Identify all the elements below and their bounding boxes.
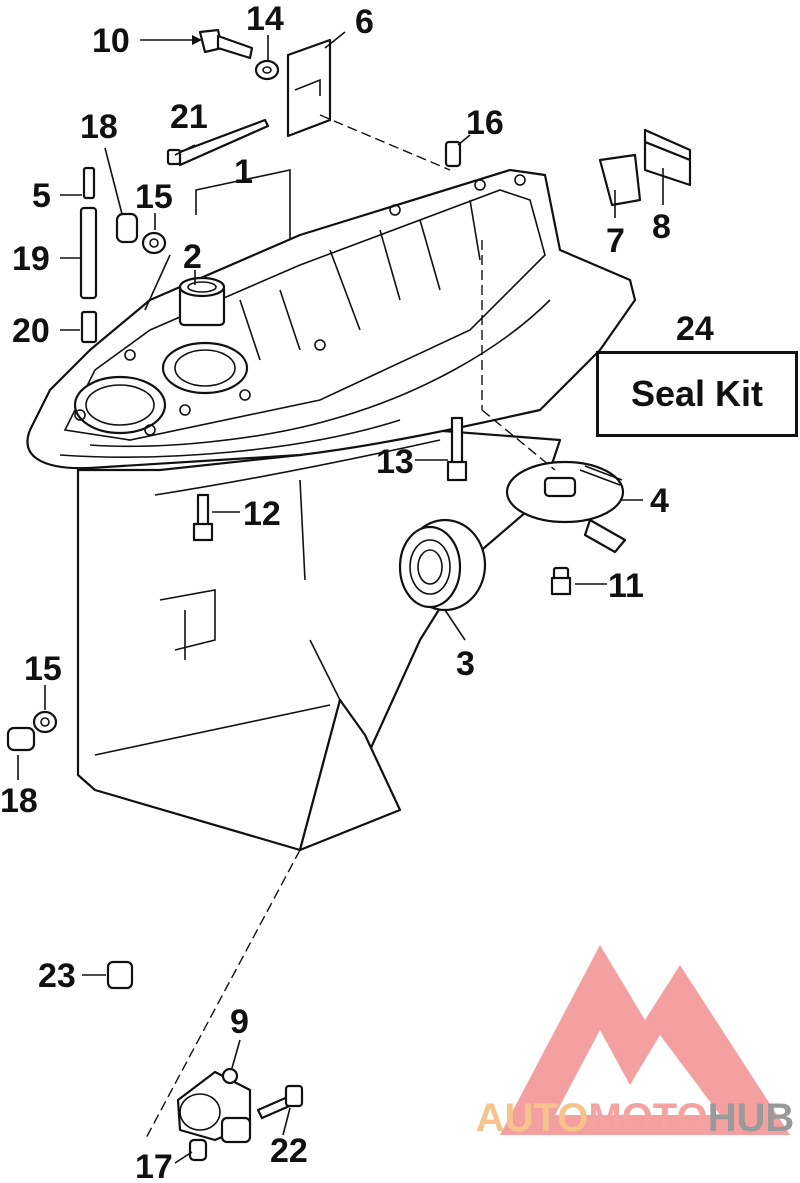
plug-18-upper (115, 212, 139, 244)
callout-4: 4 (650, 482, 669, 520)
seal-kit-callout: 24 (676, 310, 714, 348)
seal-kit-label: Seal Kit (630, 373, 764, 414)
callout-16: 16 (466, 104, 504, 142)
callout-22: 22 (270, 1132, 308, 1170)
callout-18-lower: 18 (0, 782, 38, 820)
washer-14 (254, 59, 280, 81)
watermark-hub: HUB (707, 1096, 795, 1140)
callout-13: 13 (376, 443, 414, 481)
pin-16 (444, 140, 462, 168)
watermark-moto: MOTO (588, 1096, 708, 1140)
watermark-auto: AUTO (475, 1096, 589, 1140)
screw-11 (550, 566, 572, 596)
bolt-22 (256, 1084, 304, 1120)
callout-17: 17 (135, 1148, 173, 1183)
fitting-20 (80, 310, 98, 344)
callout-6: 6 (355, 3, 374, 41)
callout-15-upper: 15 (135, 178, 173, 216)
callout-15-lower: 15 (24, 650, 62, 688)
callout-18-upper: 18 (80, 108, 118, 146)
seal-kit-box: Seal Kit (596, 351, 798, 437)
callout-10: 10 (92, 22, 130, 60)
water-tube-seal (598, 128, 692, 207)
bolt-10 (198, 28, 254, 60)
callout-labels: 1 2 3 4 5 6 7 8 9 10 11 12 13 14 15 15 1… (0, 0, 671, 1183)
automotohub-logo-icon (500, 945, 790, 1135)
callout-1: 1 (234, 153, 253, 191)
callout-14: 14 (246, 0, 284, 38)
drive-shaft-bushing (178, 276, 226, 327)
dowel-17 (188, 1138, 208, 1162)
bolt-12 (192, 493, 214, 542)
callout-11: 11 (608, 567, 644, 605)
plug-23 (106, 960, 134, 990)
plug-18-lower (6, 726, 36, 752)
callout-3: 3 (456, 645, 475, 683)
cover-plate (286, 38, 332, 138)
callout-21: 21 (170, 98, 208, 136)
callout-12: 12 (243, 495, 281, 533)
trim-tab (505, 460, 627, 554)
watermark-wordmark: AUTOMOTOHUB (470, 1096, 800, 1141)
callout-19: 19 (12, 240, 50, 278)
washer-15-upper (141, 231, 167, 255)
oil-seal (398, 518, 487, 612)
callout-20: 20 (12, 312, 50, 350)
stud-5 (82, 166, 96, 200)
leader-lines (17, 31, 664, 1164)
callout-2: 2 (183, 238, 202, 276)
bolt-13 (446, 416, 468, 482)
washer-15-lower (32, 710, 58, 734)
water-pump-housing (176, 1067, 252, 1144)
callout-9: 9 (230, 1003, 249, 1041)
callout-8: 8 (652, 208, 671, 246)
callout-7: 7 (606, 222, 625, 260)
tube-19 (79, 206, 98, 300)
callout-23: 23 (38, 957, 76, 995)
callout-5: 5 (32, 177, 51, 215)
cable-tie-21 (166, 118, 270, 167)
